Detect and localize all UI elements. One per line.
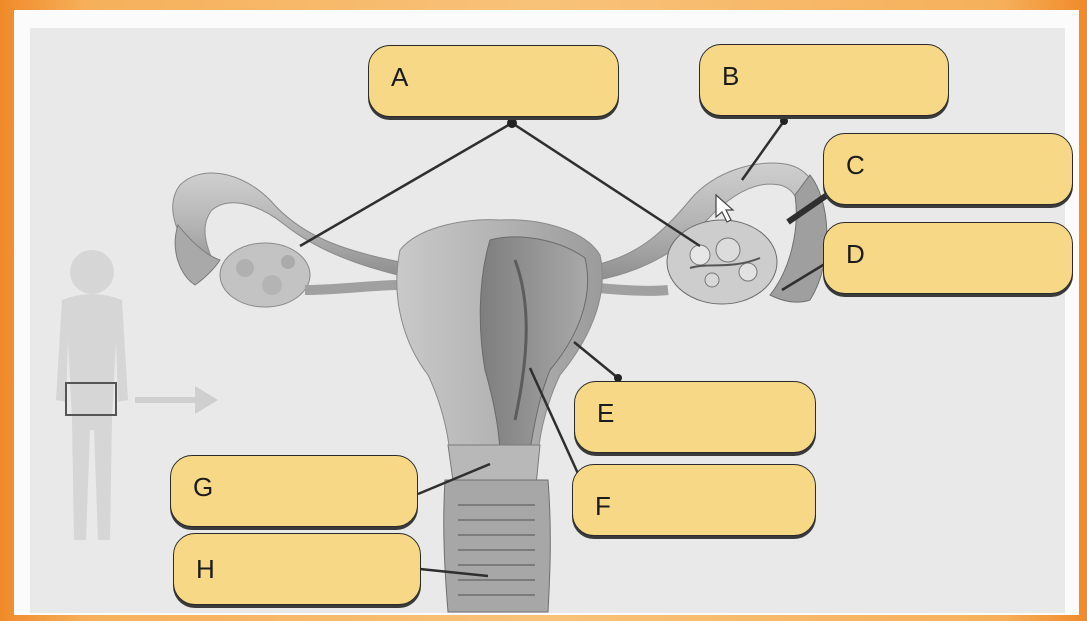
label-box-f[interactable]: F [572, 464, 816, 536]
label-box-b[interactable]: B [699, 44, 949, 116]
label-g-letter: G [193, 474, 213, 500]
label-box-h[interactable]: H [173, 533, 421, 605]
label-a-letter: A [391, 64, 408, 90]
label-c-letter: C [846, 152, 865, 178]
label-e-letter: E [597, 400, 614, 426]
label-box-g[interactable]: G [170, 455, 418, 527]
label-box-a[interactable]: A [368, 45, 619, 117]
label-box-e[interactable]: E [574, 381, 816, 453]
label-box-c[interactable]: C [823, 133, 1073, 205]
label-h-letter: H [196, 556, 215, 582]
arrow-right-icon [135, 386, 218, 414]
label-box-d[interactable]: D [823, 222, 1073, 294]
label-f-letter: F [595, 493, 611, 519]
label-b-letter: B [722, 63, 739, 89]
label-d-letter: D [846, 241, 865, 267]
